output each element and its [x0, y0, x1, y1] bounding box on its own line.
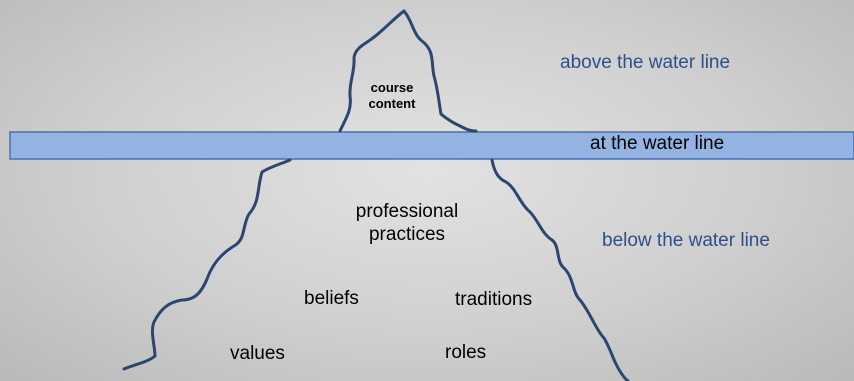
- iceberg-right-outline: [490, 158, 630, 381]
- professional-practices-label: professional practices: [355, 201, 459, 245]
- iceberg-left-outline: [122, 158, 292, 371]
- traditions-label: traditions: [455, 289, 533, 310]
- water-line-label: at the water line: [590, 133, 725, 154]
- iceberg-tip-outline: [338, 9, 478, 133]
- values-label: values: [230, 343, 285, 364]
- water-line-band: [9, 131, 854, 160]
- below-water-label: below the water line: [602, 230, 770, 251]
- above-water-label: above the water line: [560, 52, 731, 73]
- beliefs-label: beliefs: [304, 288, 359, 309]
- roles-label: roles: [445, 342, 487, 363]
- tip-label: course content: [368, 80, 416, 111]
